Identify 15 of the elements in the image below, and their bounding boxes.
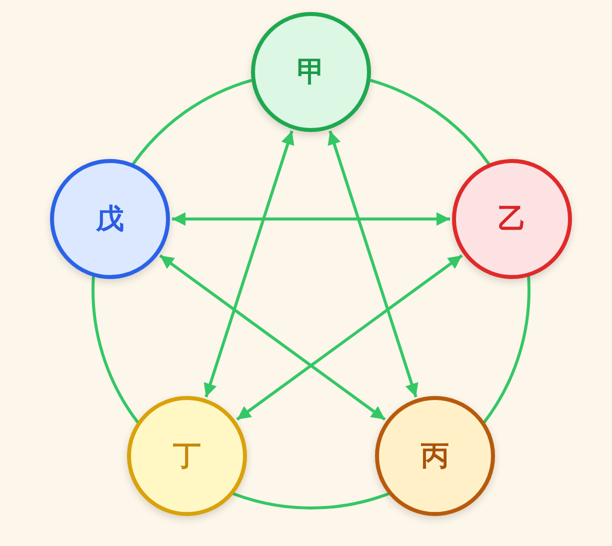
double-arrow (328, 130, 418, 398)
node-label: 丁 (173, 442, 201, 470)
double-arrow (204, 130, 294, 398)
double-arrow (236, 254, 463, 421)
node-label: 乙 (498, 205, 526, 233)
connector-arc (482, 276, 530, 424)
connector-arc (132, 78, 252, 166)
node-label: 甲 (297, 58, 325, 86)
node-label: 丙 (421, 442, 449, 470)
connector-arc (370, 78, 490, 166)
double-arrow (172, 212, 450, 226)
node-label: 戊 (96, 205, 124, 233)
double-arrow (159, 254, 386, 421)
connector-arc (92, 276, 140, 424)
connector-arc (232, 492, 390, 510)
